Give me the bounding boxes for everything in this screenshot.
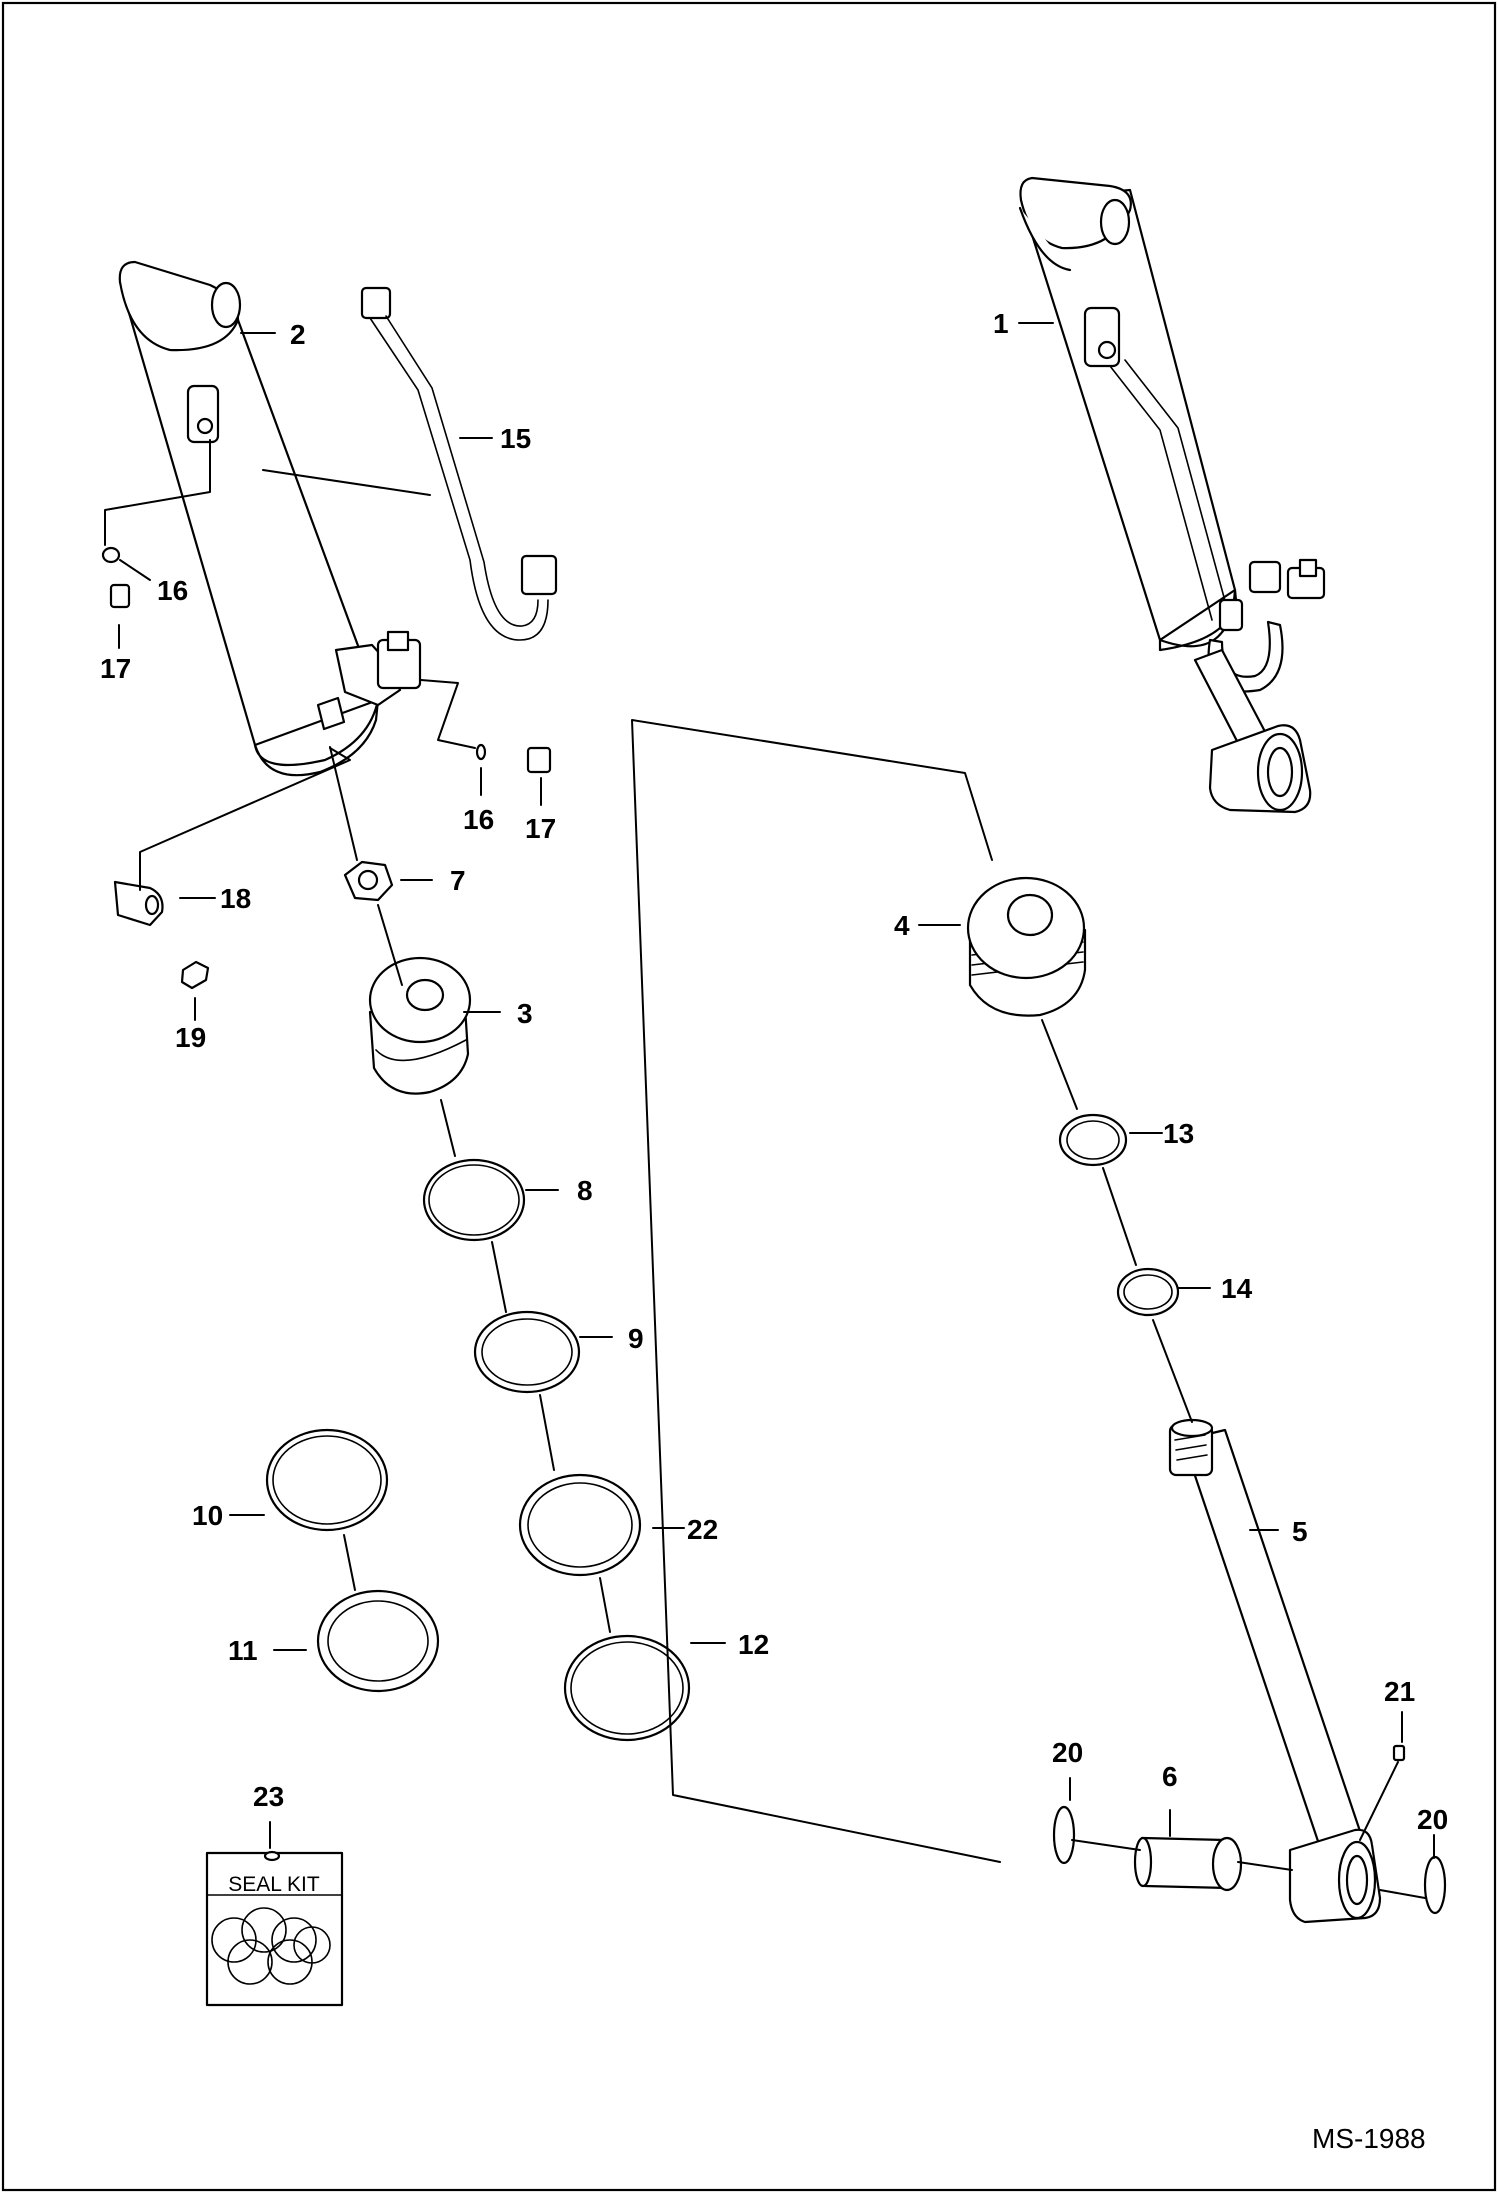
barrel (118, 260, 422, 777)
callout-labels: 1 2 3 4 5 6 7 8 9 10 11 12 13 14 15 16 1… (100, 308, 1448, 1835)
callout-19: 19 (175, 1022, 206, 1053)
callout-1: 1 (993, 308, 1009, 339)
callout-4: 4 (894, 910, 910, 941)
callout-14: 14 (1221, 1273, 1253, 1304)
callout-20b: 20 (1417, 1804, 1448, 1835)
clamp (113, 880, 210, 990)
callout-16b: 16 (463, 804, 494, 835)
bushing (1133, 1836, 1243, 1892)
callout-11: 11 (228, 1635, 258, 1666)
callout-20a: 20 (1052, 1737, 1083, 1768)
seal-kit: SEAL KIT (205, 1850, 344, 2007)
nut (343, 860, 394, 902)
drawing-number: MS-1988 (1312, 2123, 1426, 2154)
callout-6: 6 (1162, 1761, 1178, 1792)
callout-15: 15 (500, 423, 531, 454)
callout-17a: 17 (100, 653, 131, 684)
callout-23: 23 (253, 1781, 284, 1812)
seal-kit-label: SEAL KIT (228, 1873, 320, 1896)
callout-7: 7 (450, 865, 466, 896)
seal-rings (265, 1113, 1447, 1915)
leader-lines (104, 322, 1435, 1899)
callout-13: 13 (1163, 1118, 1194, 1149)
callout-22: 22 (687, 1514, 718, 1545)
callout-8: 8 (577, 1175, 593, 1206)
callout-12: 12 (738, 1629, 769, 1660)
callout-3: 3 (517, 998, 533, 1029)
callout-18: 18 (220, 883, 251, 914)
piston (368, 956, 472, 1095)
cylinder-head (966, 876, 1087, 1017)
piston-rod (1168, 1418, 1406, 1924)
callout-2: 2 (290, 319, 306, 350)
tube-assembly (360, 286, 558, 641)
callout-9: 9 (628, 1323, 644, 1354)
callout-5: 5 (1292, 1516, 1308, 1547)
callout-10: 10 (192, 1500, 223, 1531)
callout-21: 21 (1384, 1676, 1415, 1707)
assembled-cylinder (1018, 176, 1326, 814)
small-fittings (101, 546, 552, 774)
callout-16a: 16 (157, 575, 188, 606)
callout-17b: 17 (525, 813, 556, 844)
